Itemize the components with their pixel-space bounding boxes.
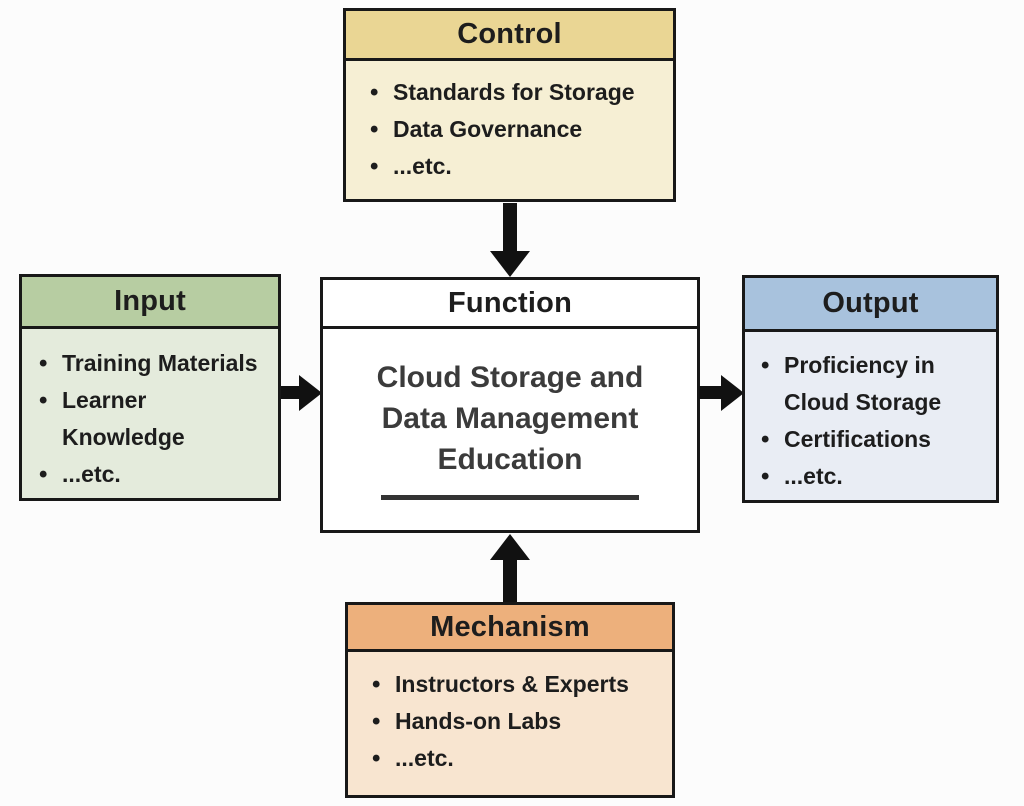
arrow-head-down-icon [490, 251, 530, 277]
mechanism-item-list: Instructors & Experts Hands-on Labs ...e… [348, 652, 672, 777]
list-item: ...etc. [39, 456, 274, 493]
arrow-shaft [281, 386, 301, 399]
function-box: Function Cloud Storage and Data Manageme… [320, 277, 700, 533]
mechanism-box-title: Mechanism [348, 605, 672, 652]
arrow-input-to-function [281, 375, 322, 411]
arrow-shaft [699, 386, 723, 399]
list-item: Standards for Storage [370, 74, 663, 111]
arrow-head-right-icon [299, 375, 322, 411]
function-underline [381, 495, 639, 500]
list-item: Instructors & Experts [372, 666, 662, 703]
control-item-list: Standards for Storage Data Governance ..… [346, 61, 673, 185]
arrow-control-to-function [490, 203, 530, 277]
arrow-function-to-output [699, 375, 744, 411]
list-item: ...etc. [370, 148, 663, 185]
input-box-title: Input [22, 277, 278, 329]
arrow-mechanism-to-function [490, 534, 530, 602]
input-box: Input Training Materials Learner Knowled… [19, 274, 281, 501]
list-item: ...etc. [372, 740, 662, 777]
arrow-shaft [503, 559, 517, 602]
control-box: Control Standards for Storage Data Gover… [343, 8, 676, 202]
arrow-head-up-icon [490, 534, 530, 560]
function-box-body: Cloud Storage and Data Management Educat… [323, 329, 697, 500]
output-item-list: Proficiency in Cloud Storage Certificati… [745, 332, 996, 495]
list-item: Certifications [761, 421, 982, 458]
list-item: Data Governance [370, 111, 663, 148]
mechanism-box: Mechanism Instructors & Experts Hands-on… [345, 602, 675, 798]
list-item: Proficiency in Cloud Storage [761, 347, 982, 421]
arrow-head-right-icon [721, 375, 744, 411]
output-box-title: Output [745, 278, 996, 332]
list-item: Hands-on Labs [372, 703, 662, 740]
control-box-title: Control [346, 11, 673, 61]
function-text: Cloud Storage and Data Management Educat… [376, 361, 644, 476]
arrow-shaft [503, 203, 517, 252]
output-box: Output Proficiency in Cloud Storage Cert… [742, 275, 999, 503]
input-item-list: Training Materials Learner Knowledge ...… [22, 329, 278, 493]
list-item: ...etc. [761, 458, 982, 495]
list-item: Training Materials [39, 345, 274, 382]
list-item: Learner Knowledge [39, 382, 274, 456]
function-box-title: Function [323, 280, 697, 329]
